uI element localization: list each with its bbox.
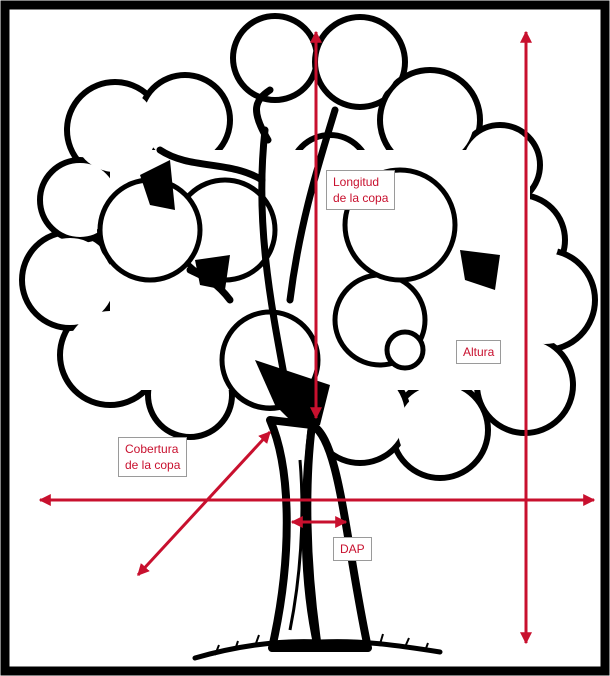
height-label: Altura [456,340,501,364]
tree-illustration [22,16,595,658]
dbh-label: DAP [333,537,372,561]
crown-length-label: Longitud de la copa [326,170,395,210]
crown-cover-label: Cobertura de la copa [118,437,187,477]
